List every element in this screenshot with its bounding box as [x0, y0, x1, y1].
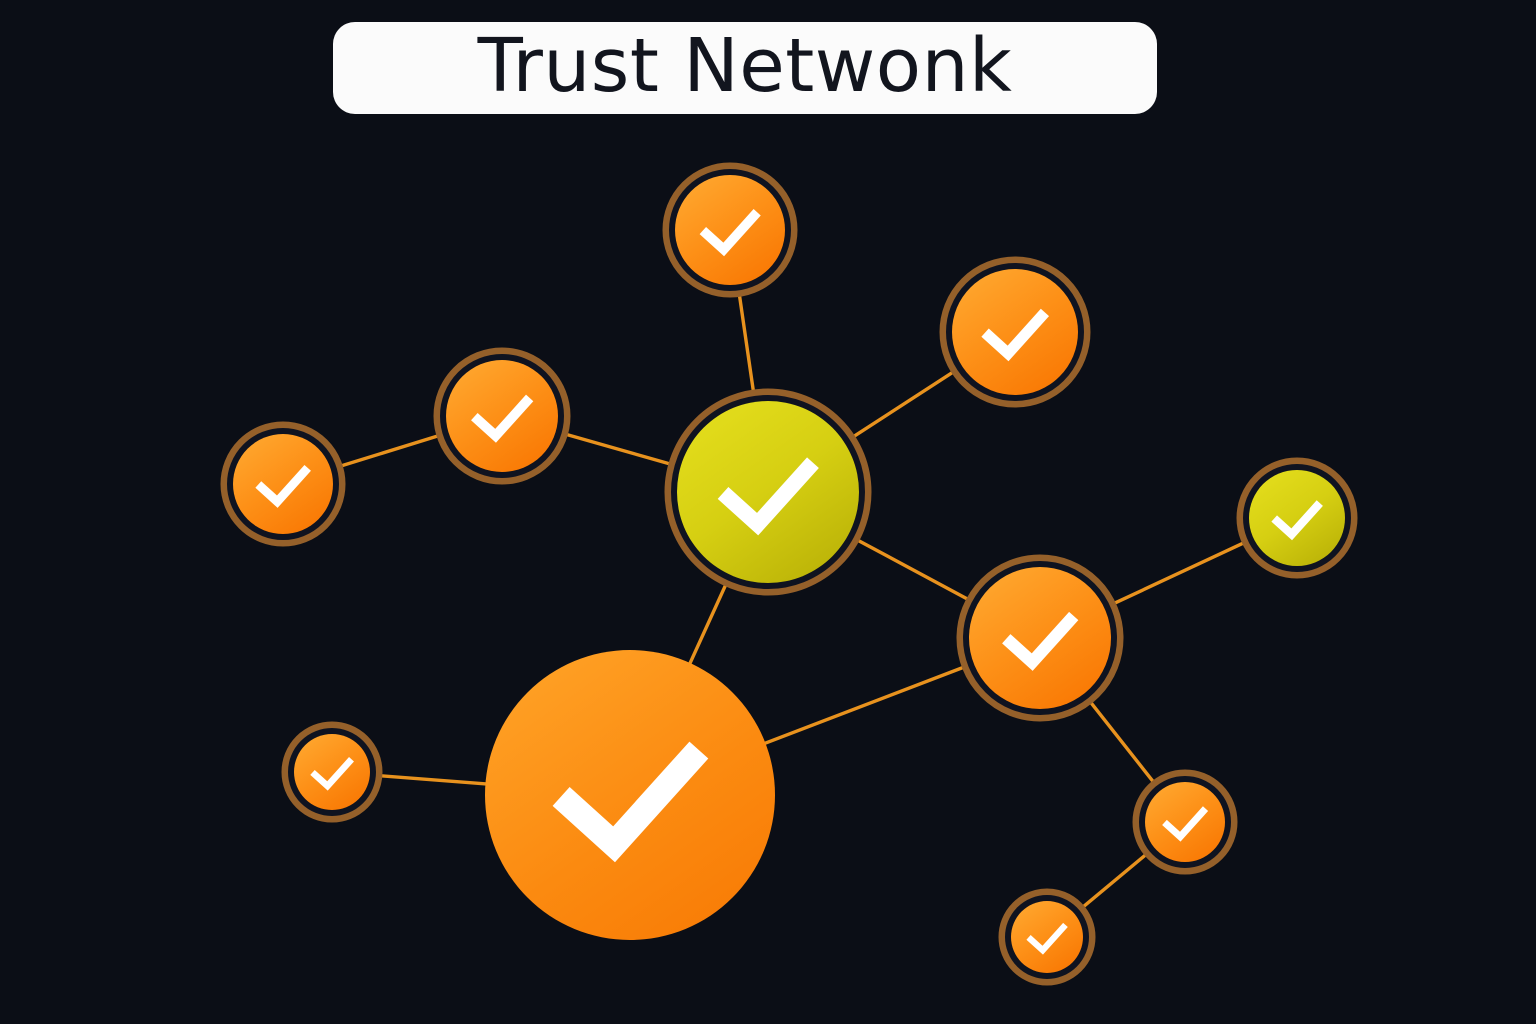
node-body	[233, 434, 333, 534]
check-icon	[310, 757, 354, 791]
node-ring	[1236, 457, 1358, 579]
node-ring-gap	[227, 428, 339, 540]
node-ring	[220, 421, 346, 547]
node-body	[446, 360, 558, 472]
verified-node-primary-large[interactable]	[485, 650, 775, 940]
node-ring	[939, 256, 1091, 408]
edge-right-mid-to-far-right	[1109, 539, 1248, 607]
check-icon	[981, 308, 1050, 362]
edge-upper-right-to-hub	[849, 368, 958, 440]
check-icon	[1026, 922, 1068, 955]
node-ring-gap	[946, 263, 1084, 401]
verified-node-far-left[interactable]	[220, 421, 346, 547]
edge-left-mid-to-hub	[561, 431, 675, 467]
node-body	[1249, 470, 1345, 566]
node-body	[294, 734, 370, 810]
edge-top-to-hub	[737, 290, 756, 396]
check-icon	[255, 464, 311, 508]
node-ring	[433, 347, 571, 485]
edges-layer	[336, 290, 1248, 911]
node-ring-gap	[440, 354, 564, 478]
check-icon	[552, 741, 709, 863]
verified-node-right-mid[interactable]	[956, 554, 1124, 722]
node-ring	[664, 388, 872, 596]
node-body	[675, 175, 785, 285]
node-body	[485, 650, 775, 940]
node-ring-gap	[1243, 464, 1351, 572]
diagram-title-card: Trust Netwonk	[333, 22, 1157, 114]
check-icon	[1271, 500, 1323, 541]
verified-node-bottom-left[interactable]	[281, 721, 383, 823]
node-body	[1145, 782, 1225, 862]
edge-hub-to-right-mid	[853, 537, 973, 603]
node-ring	[662, 162, 798, 298]
node-ring-gap	[1005, 895, 1089, 979]
check-icon	[471, 394, 534, 443]
node-ring-gap	[963, 561, 1117, 715]
edge-far-left-to-left-mid	[336, 433, 443, 469]
node-body	[677, 401, 859, 583]
node-ring	[1132, 769, 1238, 875]
node-ring	[998, 888, 1096, 986]
edge-right-mid-to-primary	[759, 664, 968, 747]
nodes-layer	[220, 162, 1358, 986]
node-ring-gap	[288, 728, 376, 816]
edge-right-mid-to-lower-right	[1087, 698, 1157, 786]
node-body	[1011, 901, 1083, 973]
verified-node-upper-right[interactable]	[939, 256, 1091, 408]
node-ring-gap	[669, 169, 791, 291]
node-ring	[956, 554, 1124, 722]
edge-bottom-left-to-primary	[376, 773, 492, 786]
check-icon	[699, 209, 761, 257]
node-ring-gap	[671, 395, 865, 589]
check-icon	[1002, 611, 1079, 671]
edge-hub-to-primary	[686, 580, 729, 669]
verified-node-hub-center[interactable]	[664, 388, 872, 596]
node-ring-gap	[1139, 776, 1231, 868]
node-body	[952, 269, 1078, 395]
verified-node-lower-right[interactable]	[1132, 769, 1238, 875]
node-ring	[281, 721, 383, 823]
verified-node-far-right[interactable]	[1236, 457, 1358, 579]
edge-lower-right-to-bottom-right	[1079, 851, 1150, 911]
verified-node-left-mid[interactable]	[433, 347, 571, 485]
node-body	[969, 567, 1111, 709]
verified-node-top[interactable]	[662, 162, 798, 298]
page-title: Trust Netwonk	[477, 23, 1013, 109]
check-icon	[717, 457, 819, 536]
check-icon	[1162, 806, 1209, 842]
verified-node-bottom-right[interactable]	[998, 888, 1096, 986]
